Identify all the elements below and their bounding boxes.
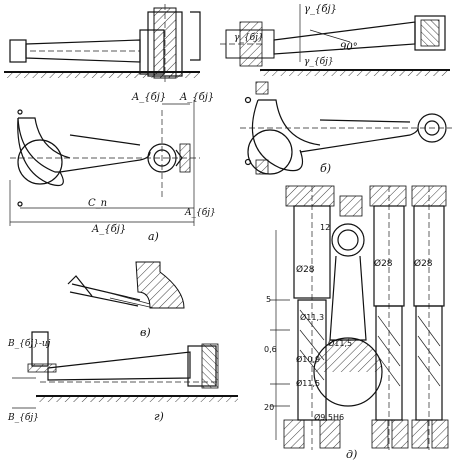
- dim-a-2: A_{бj}: [179, 92, 214, 103]
- panel-v: в): [67, 261, 185, 339]
- dim-d-8: Ø9,5H6: [314, 412, 344, 422]
- rod-side-view-b: [220, 4, 450, 76]
- rod-side-view: [4, 4, 201, 84]
- panel-a: A_{бj} A_{бj} C_n A_{бj} A_{бj} а): [4, 4, 216, 243]
- dim-d-7: Ø11,5: [296, 378, 320, 388]
- dim-d-11: 20: [264, 403, 274, 412]
- dim-d-1: Ø28: [296, 264, 315, 275]
- dim-a-1: A_{бj}: [131, 92, 166, 103]
- dim-d-3: Ø28: [414, 258, 433, 269]
- dim-d-10: 0,6: [264, 345, 277, 354]
- dim-b-4: 90°: [340, 42, 358, 53]
- dim-g-2: B_{бj}: [7, 412, 39, 423]
- dim-a-5: A_{бj}: [91, 224, 126, 235]
- panel-d-label: д): [346, 448, 357, 461]
- dim-d-2: Ø28: [374, 258, 393, 269]
- panel-g-label: г): [154, 410, 164, 423]
- rod-top-view: [9, 100, 200, 226]
- panel-a-label: а): [148, 230, 159, 243]
- dim-d-12: 12: [320, 223, 330, 232]
- rod-top-view-b: [240, 81, 452, 175]
- dim-a-3: C_n: [88, 198, 107, 209]
- dim-b-2: γ_{бj}: [234, 32, 264, 43]
- panel-g: B_{бj}-иj B_{бj} г): [7, 331, 238, 423]
- dim-b-3: γ_{бj}: [304, 56, 334, 67]
- panel-b: γ_{бj} γ_{бj} γ_{бj} 90° б): [220, 4, 452, 175]
- dim-d-4: Ø11,3: [300, 312, 324, 322]
- panel-v-label: в): [140, 326, 151, 339]
- dim-d-5: Ø11,5: [328, 338, 352, 348]
- dim-a-4: A_{бj}: [184, 207, 216, 218]
- dim-b-1: γ_{бj}: [304, 4, 337, 15]
- panel-d: Ø28 Ø28 Ø28 Ø11,3 Ø11,5 Ø10,9 Ø11,5 Ø9,5…: [264, 185, 449, 461]
- dim-d-6: Ø10,9: [296, 354, 320, 364]
- dim-d-9: 5: [266, 295, 271, 304]
- dim-g-1: B_{бj}-иj: [7, 338, 51, 349]
- panel-b-label: б): [320, 162, 331, 175]
